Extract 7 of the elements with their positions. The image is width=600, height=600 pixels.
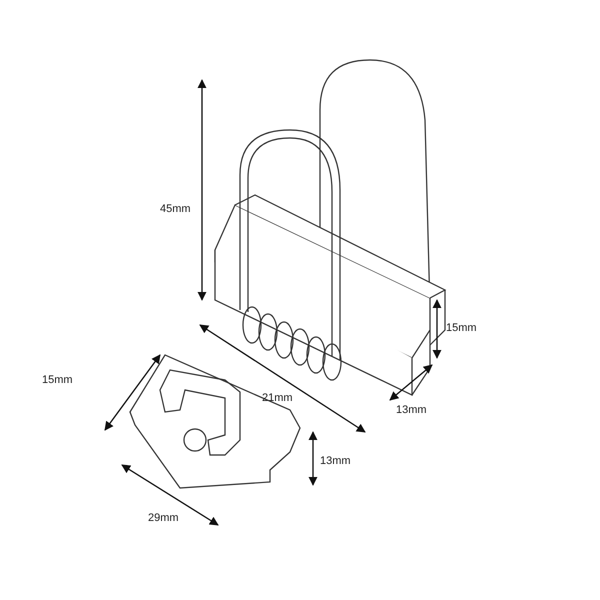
dimension-label: 45mm (160, 203, 191, 215)
dimension-label: 13mm (320, 455, 351, 467)
dimension-label: 13mm (396, 404, 427, 416)
dimension-label: 21mm (262, 392, 293, 404)
dimension-label: 29mm (148, 512, 179, 524)
dimension-label: 15mm (446, 322, 477, 334)
dimension-label: 15mm (42, 374, 73, 386)
